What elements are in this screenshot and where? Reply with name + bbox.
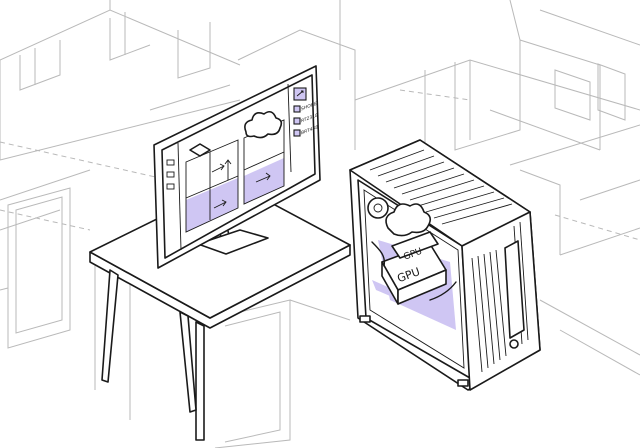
power-button-icon [509,339,519,349]
arrow-icon [211,163,225,173]
sidebar-arrow-icon [296,90,304,97]
screen-block-lavender-left [186,178,238,232]
sidebar-swatch [293,117,301,125]
cpu-cooler-icon [385,203,432,237]
dashed-guides [0,89,640,241]
pc-tower: GPU GPU [349,139,541,391]
fan-icon [367,197,389,219]
arrow-icon [213,199,227,209]
toolbar-icon [166,171,175,178]
cable [429,281,457,301]
screen-cube-icon [189,143,211,157]
monitor-base [197,229,269,255]
tower-top-vents [369,149,513,225]
tower-front-light-bar [504,240,525,339]
sidebar-label-0: SHORE [301,101,317,113]
desk-leg-front-left [101,269,119,383]
toolbar-icon [166,183,175,190]
toolbar-icons [166,159,175,190]
arrow-icon [255,172,271,183]
cable [371,241,386,267]
tower-foot [457,379,469,387]
monitor: SHORE RT2318 BRT438 [153,65,321,269]
arrow-icon [224,159,232,180]
screen-block-left [185,139,239,233]
desk-leg-inner [179,311,197,413]
sidebar-swatch [293,105,301,113]
screen-block-lavender-right [244,158,284,204]
sidebar-swatch [293,129,301,137]
sidebar-label-1: RT2318 [301,112,318,124]
desk-leg-front-right [195,321,205,441]
toolbar-icon [166,159,175,166]
tower-foot [359,315,371,323]
gpu-card-secondary [391,231,439,259]
screen-cloud-icon [244,110,283,139]
